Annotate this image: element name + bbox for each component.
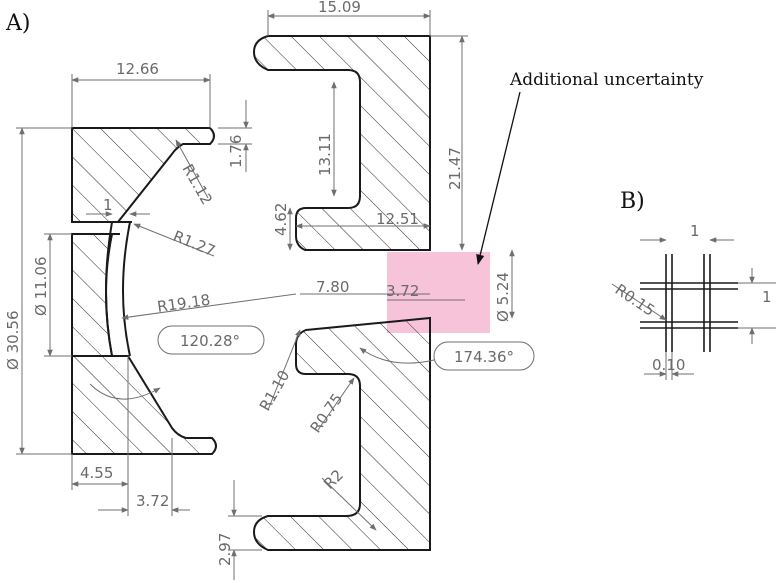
dim-phi-11-06: Ø 11.06 <box>32 256 50 316</box>
dim-phi-5-24: Ø 5.24 <box>494 272 512 322</box>
dim-r0-75: R0.75 <box>307 390 347 436</box>
dim-3-72-b: 3.72 <box>136 492 169 510</box>
dim-13-11: 13.11 <box>316 133 334 176</box>
grid-radius: R0.15 <box>612 280 658 319</box>
grid-pitch-y: 1 <box>762 288 772 306</box>
left-upper-body <box>71 127 215 223</box>
panel-label-a: A) <box>5 11 30 36</box>
left-lower-body <box>71 355 217 455</box>
dim-12-51: 12.51 <box>376 210 419 228</box>
dim-21-47: 21.47 <box>446 147 464 190</box>
lens-curve <box>122 221 131 357</box>
dim-12-66: 12.66 <box>116 60 159 78</box>
dim-3-72-a: 3.72 <box>386 282 419 300</box>
dim-15-09: 15.09 <box>318 0 361 16</box>
annotation-text: Additional uncertainty <box>509 70 704 90</box>
dim-120-28-deg: 120.28° <box>180 332 240 350</box>
dim-1-76: 1.76 <box>227 135 245 168</box>
dim-r1-12: R1.12 <box>179 161 217 208</box>
dim-174-36-deg: 174.36° <box>454 348 514 366</box>
dim-1: 1 <box>103 196 113 214</box>
grid-width: 0.10 <box>652 356 685 374</box>
dim-r1-10: R1.10 <box>256 367 294 414</box>
dim-r2: R2 <box>320 466 347 493</box>
dim-4-55: 4.55 <box>80 464 113 482</box>
dim-phi-30-56: Ø 30.56 <box>4 310 22 370</box>
dim-r19-18: R19.18 <box>156 291 211 316</box>
panel-label-b: B) <box>620 189 645 214</box>
dim-4-62: 4.62 <box>272 203 290 236</box>
right-lower-body <box>252 316 431 551</box>
dim-r1-27: R1.27 <box>171 227 218 260</box>
grid-pitch-x: 1 <box>690 222 700 240</box>
dim-2-97: 2.97 <box>216 533 234 566</box>
right-body <box>252 35 431 251</box>
grid-detail <box>640 254 738 352</box>
dim-7-80: 7.80 <box>316 278 349 296</box>
annotation-arrow <box>476 91 521 266</box>
